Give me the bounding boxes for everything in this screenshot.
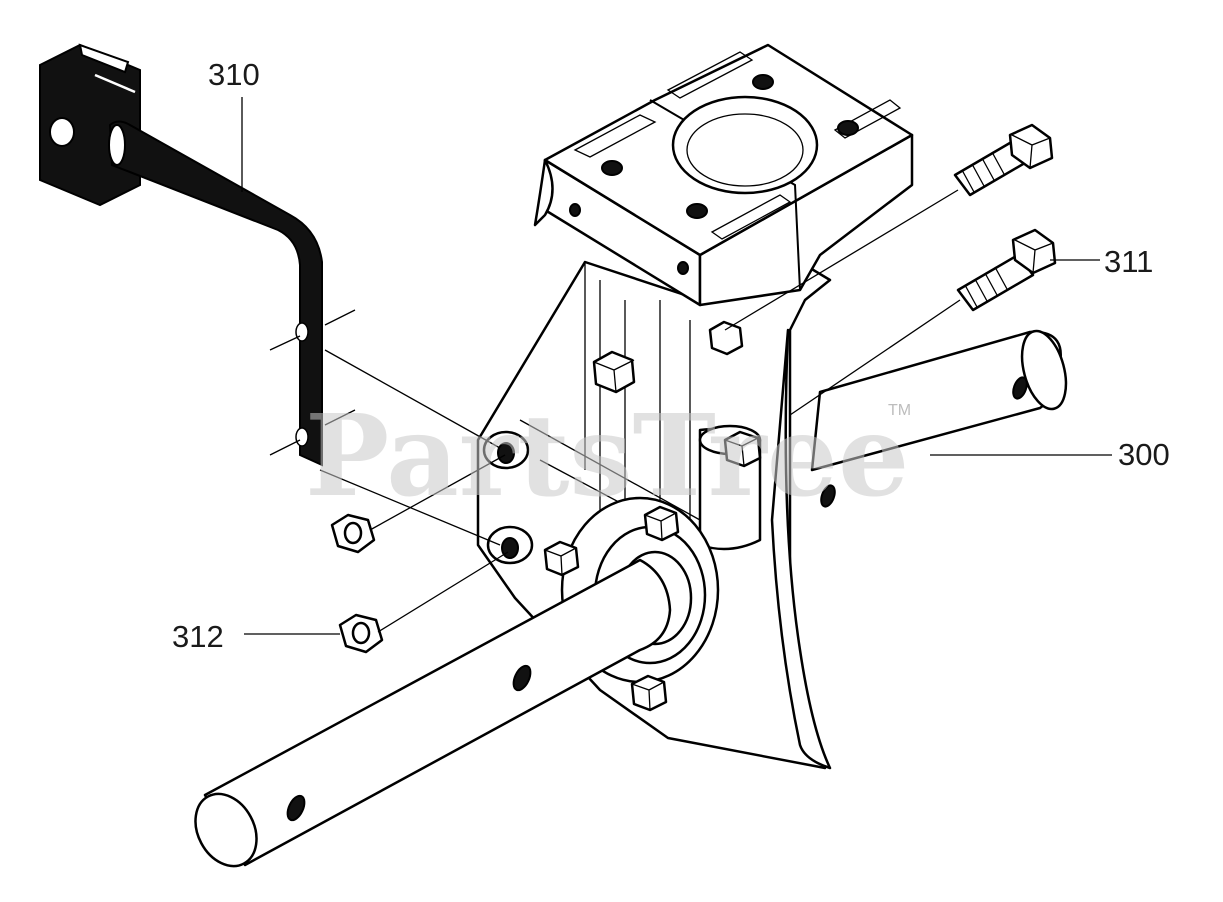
axle-hole xyxy=(1012,376,1028,400)
bracket-310 xyxy=(39,43,323,467)
housing-bolt-head xyxy=(643,505,680,542)
nut-312 xyxy=(330,513,376,554)
bolt-311 xyxy=(953,123,1054,197)
top-mounting-block xyxy=(533,43,914,307)
axle-hole xyxy=(512,664,532,692)
axle-rear-section xyxy=(810,329,1068,508)
watermark: PartsTree TM xyxy=(305,391,911,522)
housing-bolt-head xyxy=(543,540,580,577)
nut-312 xyxy=(338,613,384,654)
axle-front-section xyxy=(194,558,672,868)
callout-300: 300 xyxy=(930,437,1170,472)
assembly-lines xyxy=(269,189,961,633)
watermark-trademark: TM xyxy=(888,402,911,419)
callout-312: 312 xyxy=(172,619,340,654)
housing-bolt-head xyxy=(630,674,668,712)
callout-310-label: 310 xyxy=(208,57,260,92)
callout-311: 311 xyxy=(1050,244,1153,279)
callout-311-label: 311 xyxy=(1104,244,1153,279)
callout-300-label: 300 xyxy=(1118,437,1170,472)
axle-hole xyxy=(286,794,306,822)
axle-end xyxy=(194,792,258,868)
callout-310: 310 xyxy=(208,57,260,192)
housing-bolt-head xyxy=(708,320,744,356)
housing-bolt-head xyxy=(723,430,762,468)
watermark-text: PartsTree xyxy=(305,391,909,522)
callout-312-label: 312 xyxy=(172,619,224,654)
axle-hole xyxy=(820,484,836,508)
housing-bolt-head xyxy=(592,350,636,394)
bolt-311 xyxy=(956,228,1057,312)
